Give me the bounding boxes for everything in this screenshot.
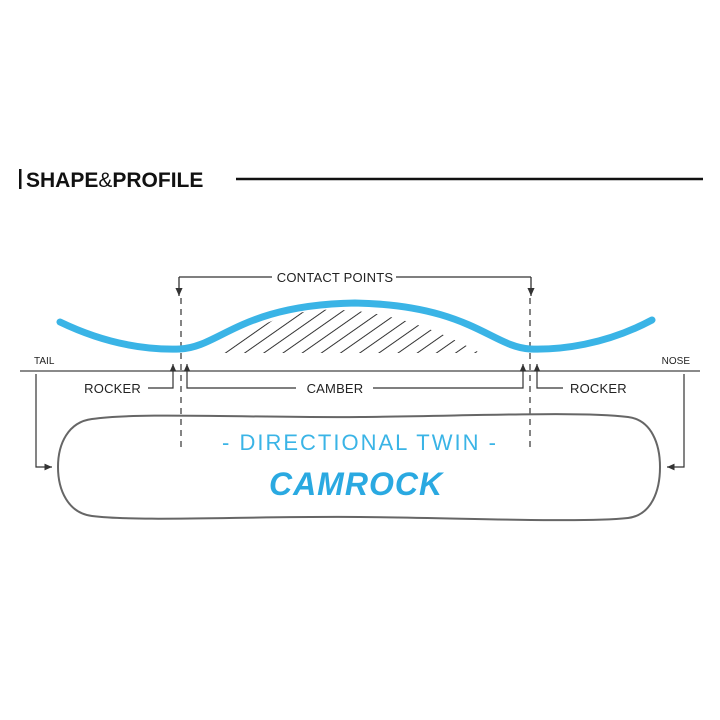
board-profile-line [56,299,656,353]
nose-length-arrow [667,374,685,471]
contact-points-bracket [175,276,535,296]
header-title-amp: & [98,169,112,192]
header-title-part1: SHAPE [26,169,98,192]
tail-length-arrow [35,374,52,471]
camber-label: CAMBER [307,381,364,396]
camber-hatch-area [212,309,480,353]
rocker-right-indicator [533,364,563,389]
nose-label: NOSE [662,356,691,367]
rocker-left-indicator [148,364,177,389]
contact-points-label: CONTACT POINTS [277,270,394,285]
shape-type-label: - DIRECTIONAL TWIN - [222,430,498,455]
rocker-right-label: ROCKER [570,381,627,396]
camber-bracket [183,364,527,389]
header-bar-mark [19,169,22,189]
board-outline [56,413,662,522]
tail-label: TAIL [34,356,55,367]
header-title-part2: PROFILE [112,169,203,192]
profile-name-label: CAMROCK [269,466,445,502]
rocker-left-label: ROCKER [84,381,141,396]
header-title: SHAPE&PROFILE [26,169,203,192]
section-header: SHAPE&PROFILE [19,169,703,192]
